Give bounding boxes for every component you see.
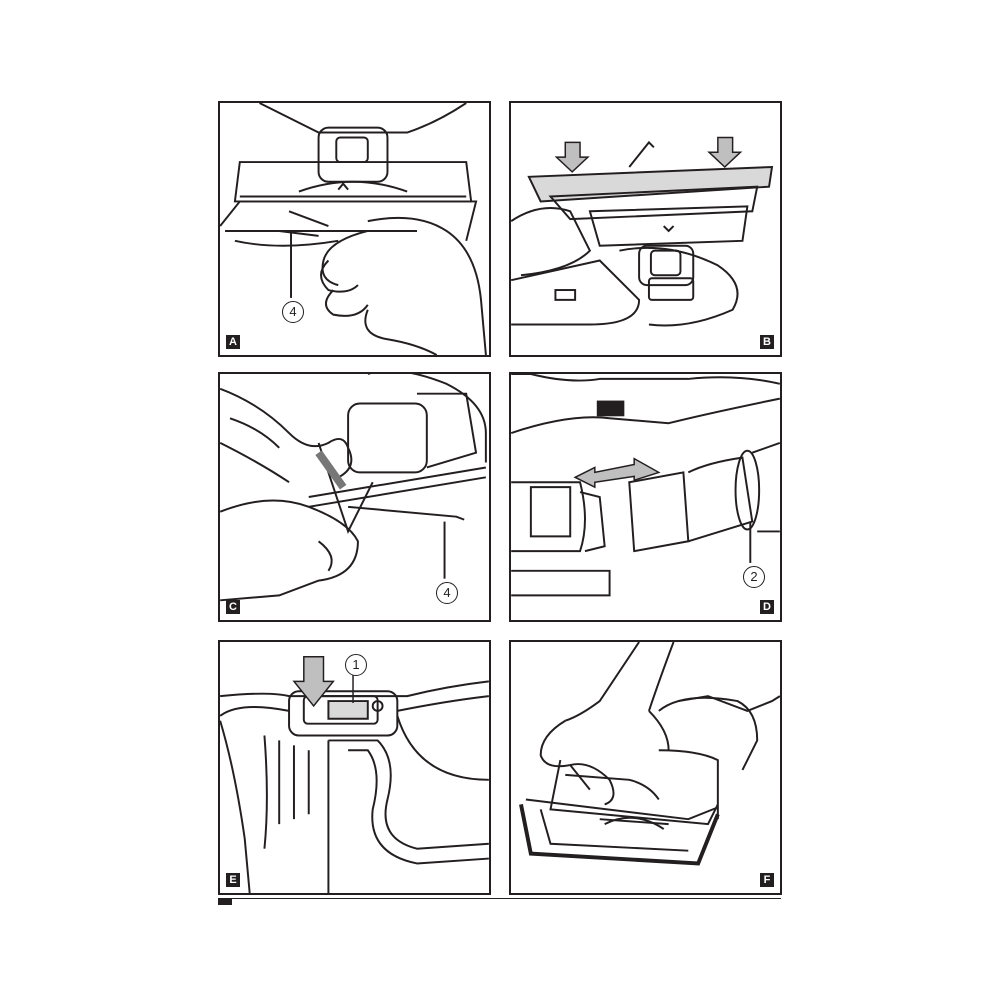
panel-label-b: B <box>760 335 774 349</box>
page-footer-tab <box>218 898 232 905</box>
figure-panel-e: 1 E <box>218 640 491 895</box>
press-arrow-left <box>554 141 590 173</box>
figure-panel-a: 4 A <box>218 101 491 357</box>
callout-4: 4 <box>436 582 458 604</box>
double-arrow <box>573 457 661 489</box>
on-off-switch-illustration <box>220 656 489 893</box>
press-arrow-right <box>707 136 743 168</box>
callout-1: 1 <box>345 654 367 676</box>
panel-label-a: A <box>226 335 240 349</box>
figure-panel-d: 2 D <box>509 372 782 622</box>
panel-label-e: E <box>226 873 240 887</box>
page-footer-rule <box>218 898 781 899</box>
figure-panel-b: B <box>509 101 782 357</box>
callout-4: 4 <box>282 301 304 323</box>
panel-label-f: F <box>760 873 774 887</box>
figure-panel-f: F <box>509 640 782 895</box>
press-arrow <box>292 656 335 708</box>
figure-panel-c: 4 C <box>218 372 491 622</box>
paper-clamping-illustration <box>220 374 487 602</box>
sander-clamp-illustration <box>220 103 487 355</box>
dust-extraction-illustration <box>511 374 780 597</box>
callout-2: 2 <box>743 566 765 588</box>
panel-label-d: D <box>760 600 774 614</box>
sanding-hand-illustration <box>519 642 780 866</box>
panel-label-c: C <box>226 600 240 614</box>
sandpaper-fitting-illustration <box>511 136 774 327</box>
